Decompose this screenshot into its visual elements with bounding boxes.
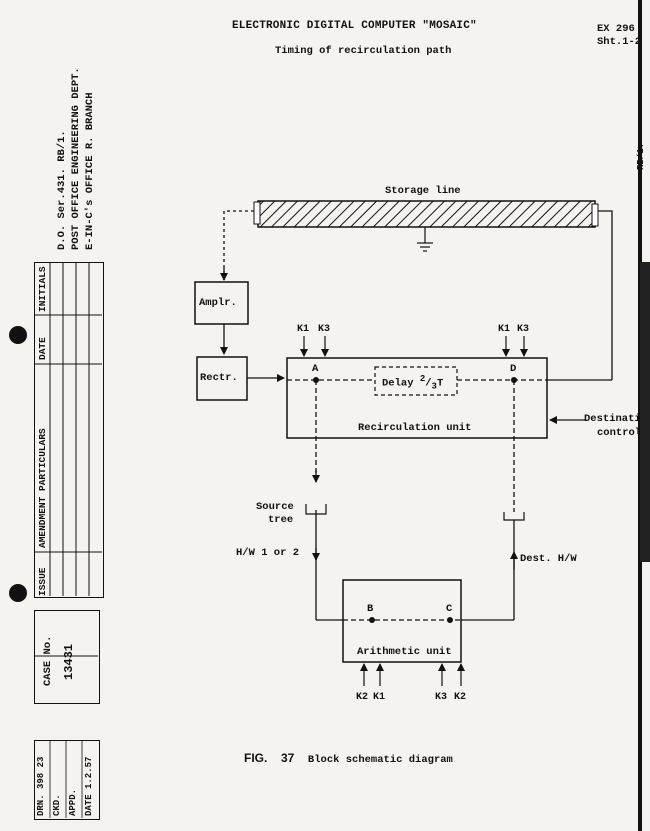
k1-b-label: K1 [373,692,386,703]
delay-label: Delay 2/3T [382,374,444,392]
destination-control-label-1: Destinati [584,413,641,425]
delay-numerator: 2 [419,374,426,384]
fig-prefix: FIG. [244,751,268,765]
case-box [34,610,100,704]
source-tree-label-2: tree [268,514,294,526]
hw-left-label: H/W 1 or 2 [236,547,300,559]
delay-suffix: T [436,377,444,390]
delay-denominator: 3 [431,381,437,392]
delay-prefix: Delay [382,377,414,390]
k3-right-label: K3 [517,324,530,335]
rectifier-label: Rectr. [200,372,238,384]
destination-control-label-2: control [597,427,642,439]
binding-hole-bottom [9,584,27,602]
point-b-label: B [367,603,374,615]
drawing-subtitle: Timing of recirculation path [275,45,452,57]
amplifier-label: Amplr. [199,297,237,309]
source-tree-label-1: Source [256,501,294,513]
arithmetic-unit-label: Arithmetic unit [357,646,452,658]
storage-line-element [253,200,599,252]
point-d-label: D [510,363,517,375]
dest-hw-label: Dest. H/W [520,553,577,565]
right-edge-strip [640,262,650,562]
fig-text: Block schematic diagram [307,754,453,766]
k3-c-label: K3 [435,692,448,703]
k2-a-label: K2 [356,692,369,703]
drawing-ref: EX 296 [597,23,635,35]
k1-left-label: K1 [297,324,310,335]
amendment-table [34,262,104,598]
point-c-label: C [446,603,453,615]
drawing-title: ELECTRONIC DIGITAL COMPUTER "MOSAIC" [232,20,477,32]
recirculation-unit-label: Recirculation unit [358,422,472,434]
figure-caption: FIG. 37 Block schematic diagram [244,749,453,767]
k2-d-label: K2 [454,692,467,703]
k3-left-label: K3 [318,324,331,335]
k1-right-label: K1 [498,324,511,335]
storage-line-label: Storage line [385,185,461,197]
signature-box [34,740,100,820]
binding-hole-top [9,326,27,344]
fig-number: 37 [280,751,295,765]
point-a-label: A [312,363,319,375]
sheet-number: Sht.1-2 [597,36,642,48]
